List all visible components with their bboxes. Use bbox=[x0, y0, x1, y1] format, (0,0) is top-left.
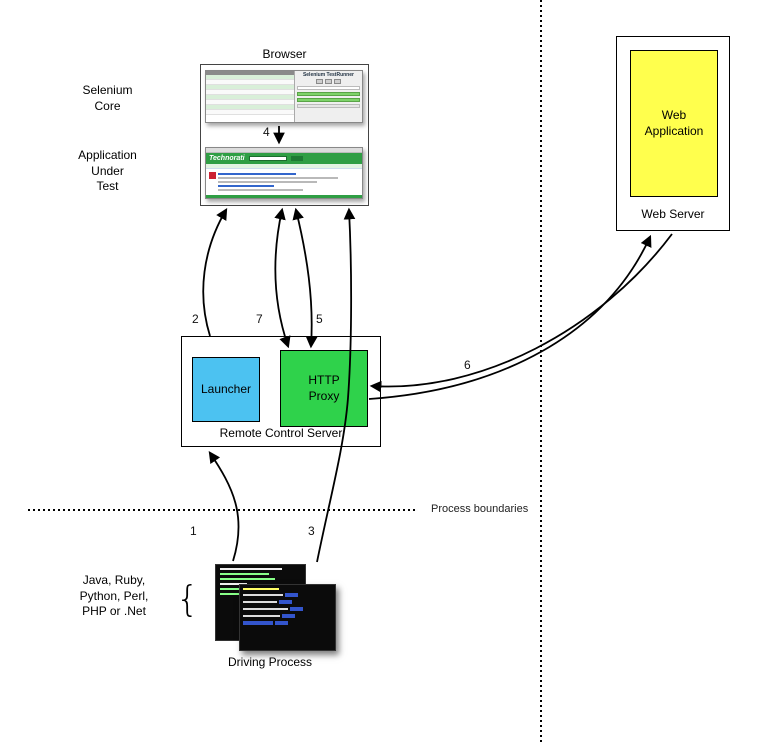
web-application-box: Web Application bbox=[630, 50, 718, 197]
application-under-test-screenshot: Technorati bbox=[205, 147, 363, 199]
testrunner-control-panel: Selenium TestRunner bbox=[294, 71, 362, 122]
arrow-6-response bbox=[369, 233, 673, 393]
process-boundaries-label: Process boundaries bbox=[431, 503, 529, 515]
testrunner-buttons bbox=[297, 79, 360, 84]
driving-process-label: Driving Process bbox=[227, 655, 313, 669]
remote-control-server-box: Launcher HTTP Proxy Remote Control Serve… bbox=[181, 336, 381, 447]
remote-control-server-label: Remote Control Server bbox=[219, 426, 343, 441]
arrow-6-request bbox=[368, 234, 652, 400]
arrow-label-2: 2 bbox=[192, 312, 199, 326]
http-proxy-label: HTTP Proxy bbox=[308, 372, 340, 403]
testrunner-title: Selenium TestRunner bbox=[302, 72, 354, 78]
technorati-header: Technorati bbox=[206, 153, 362, 164]
launcher-label: Launcher bbox=[200, 381, 252, 396]
arrow-5 bbox=[292, 207, 318, 349]
technorati-body bbox=[206, 169, 362, 195]
arrow-label-7: 7 bbox=[256, 312, 263, 326]
technorati-thumbnail bbox=[209, 172, 216, 179]
technorati-search-button bbox=[290, 156, 303, 161]
browser-label: Browser bbox=[262, 47, 307, 61]
arrow-1 bbox=[208, 451, 240, 562]
arrow-label-5: 5 bbox=[316, 312, 323, 326]
application-under-test-label: Application Under Test bbox=[78, 148, 137, 194]
testrunner-command-table bbox=[206, 71, 295, 122]
web-application-label: Web Application bbox=[644, 107, 704, 138]
arrow-label-3: 3 bbox=[308, 524, 315, 538]
languages-brace: { bbox=[176, 579, 199, 620]
technorati-search-box bbox=[248, 156, 287, 161]
driver-languages-label: Java, Ruby, Python, Perl, PHP or .Net bbox=[79, 573, 149, 619]
technorati-results-strip bbox=[206, 164, 362, 169]
arrow-2 bbox=[202, 207, 228, 337]
web-server-label: Web Server bbox=[641, 207, 705, 222]
arrow-label-1: 1 bbox=[190, 524, 197, 538]
http-proxy-box: HTTP Proxy bbox=[280, 350, 368, 427]
terminal-window-front bbox=[239, 584, 336, 651]
selenium-core-label: Selenium Core bbox=[82, 83, 133, 113]
technorati-logo: Technorati bbox=[209, 155, 245, 162]
launcher-box: Launcher bbox=[192, 357, 260, 422]
arrow-label-6: 6 bbox=[464, 358, 471, 372]
browser-tabs-strip bbox=[206, 148, 362, 153]
arrow-label-4: 4 bbox=[263, 125, 270, 139]
web-server-box: Web Application Web Server bbox=[616, 36, 730, 231]
technorati-footer bbox=[206, 195, 362, 198]
selenium-testrunner-screenshot: Selenium TestRunner bbox=[205, 70, 363, 123]
arrow-7 bbox=[274, 207, 291, 349]
